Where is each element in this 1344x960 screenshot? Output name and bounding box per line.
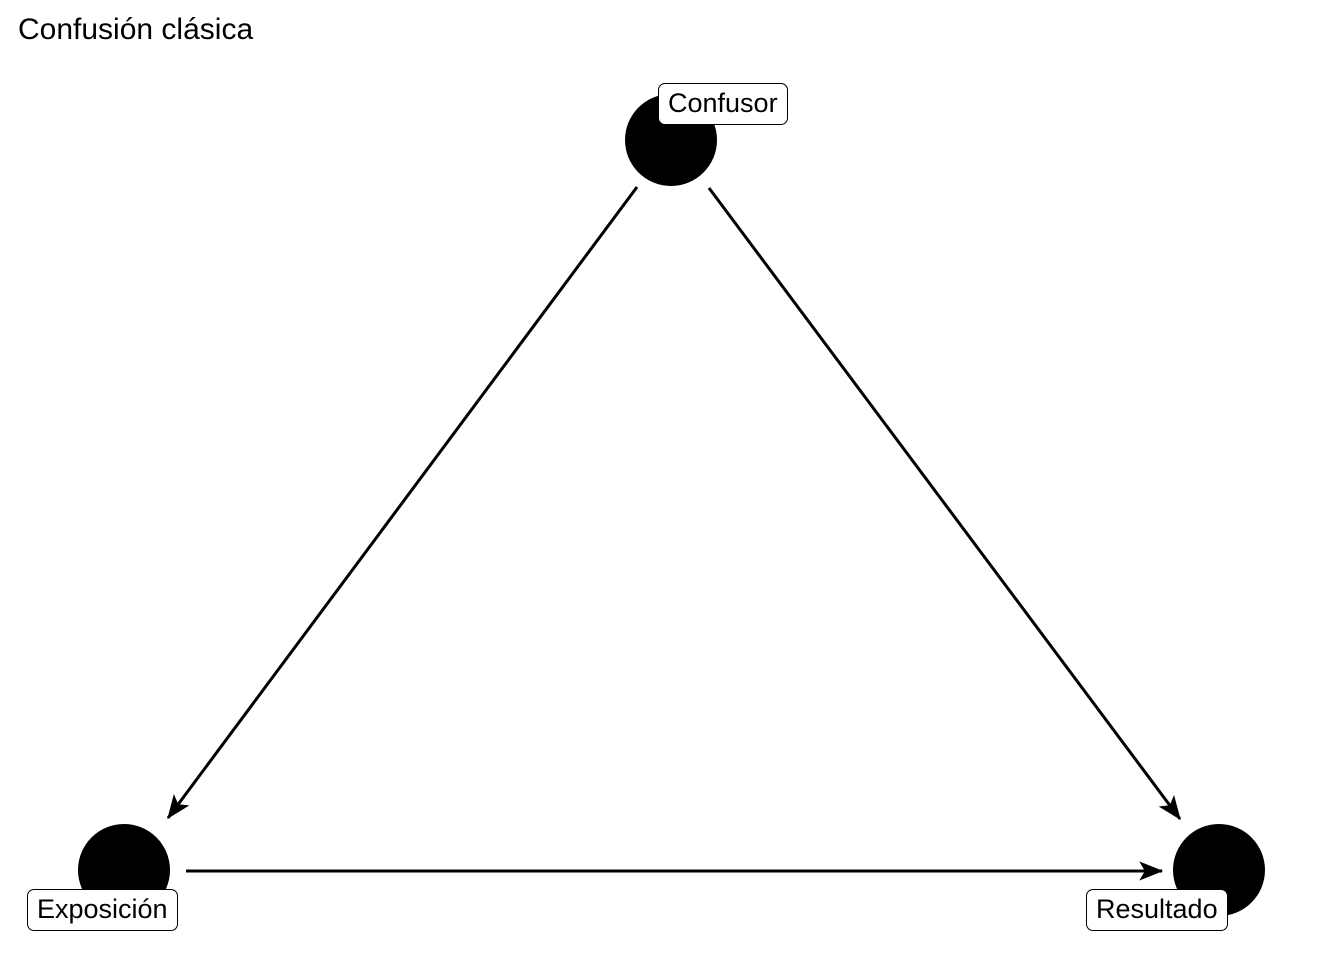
node-label-resultado[interactable]: Resultado	[1086, 889, 1228, 931]
edge-confusor-to-resultado	[707, 187, 1182, 820]
node-label-confusor[interactable]: Confusor	[658, 83, 788, 125]
page-title: Confusión clásica	[18, 13, 254, 46]
edge-confusor-to-exposicion	[166, 186, 639, 819]
node-label-exposicion[interactable]: Exposición	[27, 889, 178, 931]
